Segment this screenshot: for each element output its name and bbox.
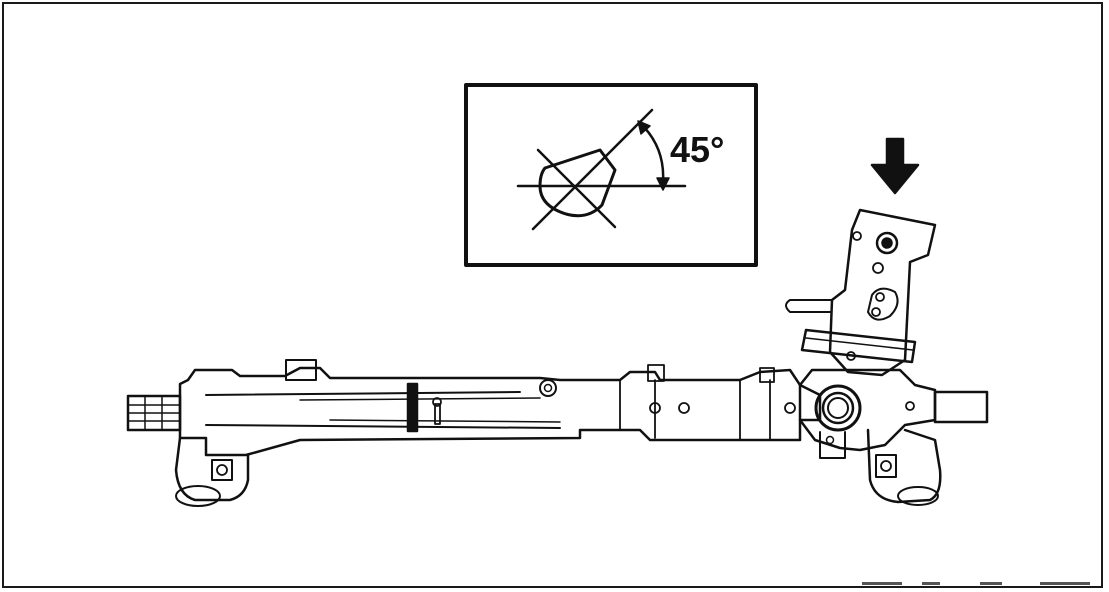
scan-artifact-marks [862, 582, 1102, 586]
angle-arc [642, 125, 665, 184]
rack-housing [178, 366, 822, 457]
angle-label: 45° [670, 129, 725, 170]
inset-cross-line [536, 148, 617, 229]
press-direction-arrow [870, 137, 920, 195]
angle-arrow-bottom [656, 177, 670, 191]
right-end-tube [933, 390, 989, 424]
steering-rack-assembly [126, 208, 989, 507]
rack-marker-band [406, 382, 419, 433]
orientation-inset [464, 83, 758, 267]
left-mount [174, 436, 250, 502]
pinion-valve-housing [828, 208, 937, 377]
gear-housing [798, 368, 937, 452]
inset-box [464, 83, 758, 267]
cam-shape [538, 148, 617, 218]
pinion-flange [800, 328, 917, 364]
right-mount [866, 428, 942, 504]
pinion-bearing [814, 384, 862, 432]
angle-arrow-top [637, 120, 651, 135]
